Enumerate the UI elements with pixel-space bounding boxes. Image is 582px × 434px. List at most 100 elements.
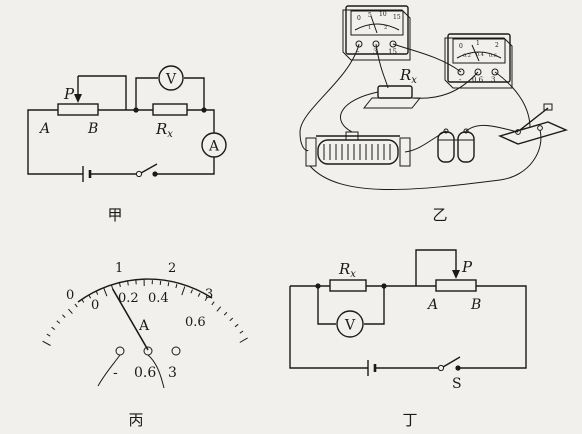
svg-text:1: 1	[368, 25, 371, 31]
jia-label-p: P	[63, 85, 75, 103]
jia-voltmeter	[158, 65, 184, 91]
jia-rheostat	[57, 103, 99, 116]
svg-text:Rx: Rx	[399, 66, 417, 86]
bing-terminal-3	[171, 346, 181, 356]
jia-wire-left	[27, 109, 83, 175]
yi-batteries	[437, 128, 475, 163]
bing-outer-1: 1	[115, 261, 123, 276]
yi-rheostat	[305, 131, 411, 167]
ding-wire-left	[289, 286, 368, 369]
svg-text:3: 3	[491, 76, 495, 84]
jia-switch	[135, 170, 143, 178]
svg-text:S: S	[452, 376, 462, 392]
figure-yi: 0 5 10 15 1 2 - 3 15 0 1 2 0.2 0.4 0.6	[299, 5, 569, 224]
bing-terminal-06	[143, 346, 153, 356]
svg-text:2: 2	[495, 42, 499, 49]
yi-wire-1	[299, 43, 360, 152]
bing-tick	[159, 280, 162, 285]
bing-tick	[119, 282, 121, 288]
bing-tick	[239, 330, 244, 334]
svg-text:15: 15	[388, 48, 397, 56]
svg-text:1: 1	[476, 40, 480, 47]
bing-inner-0: 0	[91, 298, 99, 313]
bing-tick	[190, 289, 193, 294]
ding-slider-wire	[415, 249, 457, 286]
bing-scale-arc	[77, 278, 213, 303]
bing-tick	[111, 284, 114, 290]
jia-voltmeter-label: V	[165, 72, 177, 88]
bing-tick	[204, 296, 208, 301]
figure-jia: P A B V Rx A 甲	[27, 65, 227, 224]
figure-bing: 0 1 2 3 0 0.2 0.4 0.6 A - 0.6 3 丙	[42, 261, 248, 429]
svg-text:P: P	[461, 258, 473, 276]
bing-tick	[127, 281, 129, 286]
jia-slider-arrow	[74, 94, 82, 103]
bing-tick	[239, 337, 248, 343]
jia-label-a: A	[38, 121, 50, 137]
svg-text:3: 3	[168, 365, 177, 381]
bing-ticks	[42, 279, 248, 346]
bing-needle	[112, 288, 149, 351]
jia-ammeter-label: A	[208, 139, 220, 155]
yi-switch	[497, 103, 569, 145]
bing-tick	[56, 320, 61, 324]
bing-terminal-neg	[115, 346, 125, 356]
svg-text:B: B	[470, 297, 481, 313]
svg-text:0.2: 0.2	[463, 53, 471, 59]
figure-ding: Rx V P A B S 丁	[289, 249, 527, 429]
bing-tick	[167, 282, 170, 287]
bing-inner-06: 0.6	[185, 315, 206, 330]
jia-label-b: B	[87, 121, 98, 137]
ding-switch	[437, 364, 445, 372]
bing-tick	[62, 314, 66, 318]
ding-resistor	[329, 279, 367, 292]
ding-rheostat	[435, 279, 477, 292]
svg-text:V: V	[344, 318, 356, 334]
yi-ammeter: 0 1 2 0.2 0.4 0.6 - 0.6 3	[444, 33, 513, 89]
bing-inner-04: 0.4	[148, 291, 169, 306]
bing-tick	[74, 303, 78, 308]
jia-slider-wire	[78, 75, 127, 110]
svg-text:Rx: Rx	[338, 260, 356, 280]
svg-text:-: -	[113, 365, 118, 381]
bing-meter-label: A	[138, 318, 150, 334]
bing-tick	[223, 311, 228, 316]
svg-text:0.6: 0.6	[489, 53, 497, 59]
bing-tick	[175, 283, 178, 289]
yi-resistor: Rx	[362, 66, 422, 109]
bing-tick	[229, 317, 234, 322]
bing-tick	[88, 294, 92, 299]
svg-text:5: 5	[368, 12, 372, 19]
bing-tick	[46, 333, 51, 337]
svg-text:0.6: 0.6	[134, 365, 156, 381]
bing-tick	[197, 292, 201, 297]
svg-text:0: 0	[459, 43, 463, 50]
jia-rx-label: Rx	[155, 120, 173, 140]
bing-outer-2: 2	[168, 261, 176, 276]
svg-text:2: 2	[384, 25, 387, 31]
yi-caption: 乙	[432, 206, 447, 224]
ding-voltmeter	[336, 310, 364, 338]
yi-voltmeter: 0 5 10 15 1 2 - 3 15	[342, 5, 411, 61]
svg-text:15: 15	[393, 14, 401, 21]
svg-text:0: 0	[357, 15, 361, 22]
ding-caption: 丁	[402, 411, 417, 429]
bing-outer-0: 0	[66, 288, 74, 303]
bing-tick	[81, 298, 85, 303]
bing-tick	[234, 323, 239, 328]
bing-tick	[42, 340, 51, 346]
bing-tick	[51, 326, 56, 331]
bing-tick	[211, 301, 215, 306]
bing-tick	[181, 286, 186, 296]
jia-resistor	[152, 103, 188, 116]
bing-tick	[103, 287, 108, 297]
bing-tick	[216, 306, 222, 312]
bing-tick	[95, 290, 99, 295]
svg-text:0.6: 0.6	[472, 76, 484, 84]
bing-caption: 丙	[128, 411, 143, 429]
svg-text:0.4: 0.4	[476, 52, 484, 58]
svg-text:10: 10	[379, 11, 387, 18]
bing-tick	[68, 308, 73, 314]
svg-text:3: 3	[373, 48, 377, 56]
